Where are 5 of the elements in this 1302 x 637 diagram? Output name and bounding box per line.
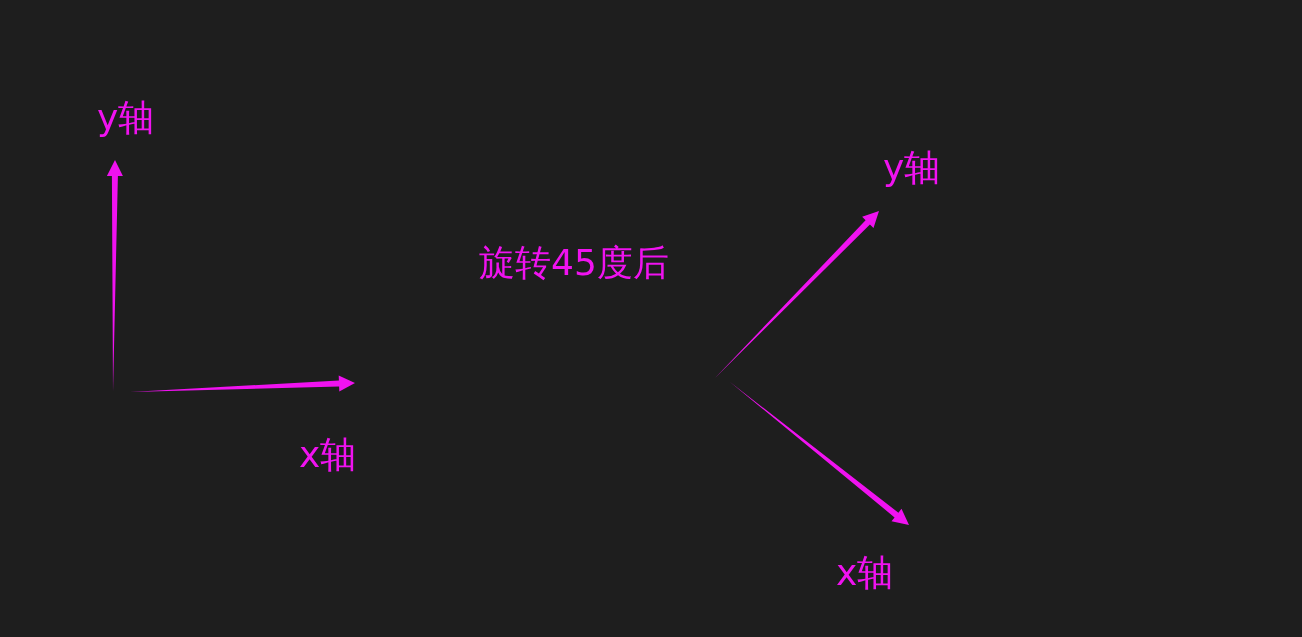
axis-label: x轴 bbox=[299, 437, 357, 473]
axis-label: x轴 bbox=[836, 555, 894, 591]
axis-label: y轴 bbox=[883, 150, 941, 186]
rotation-note: 旋转45度后 bbox=[479, 245, 669, 281]
axis-label: y轴 bbox=[97, 100, 155, 136]
